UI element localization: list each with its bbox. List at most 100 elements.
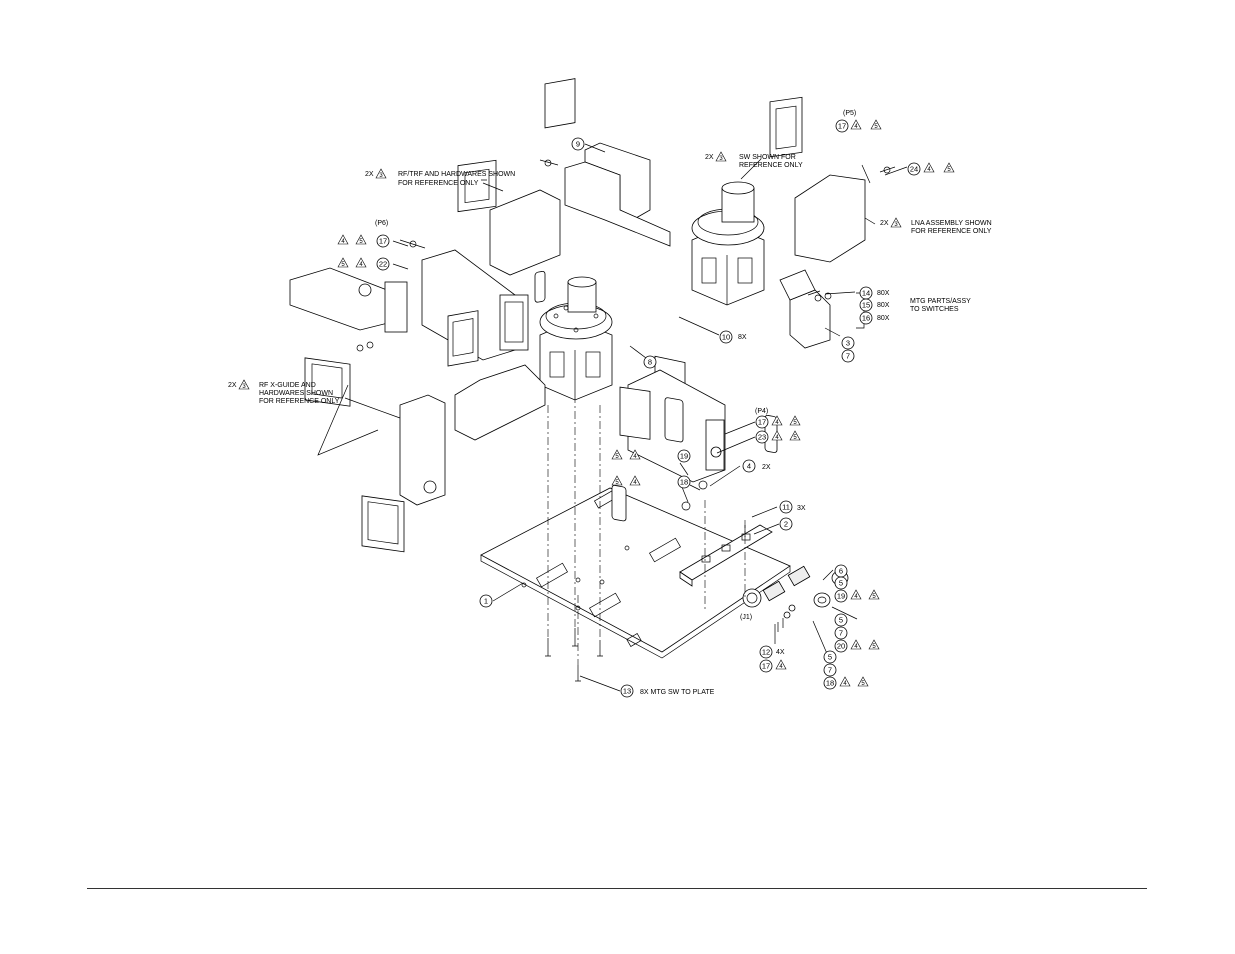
rf-trf-flag: 3 [379, 173, 383, 179]
balloon-13: 13 [623, 687, 631, 696]
balloon-7: 7 [839, 629, 843, 638]
note-flags: 4 5 4 5 4 5 5 4 4 5 4 5 5 4 5 4 4 5 4 5 … [337, 119, 955, 687]
qty-11: 3X [797, 505, 806, 512]
sw-flag: 3 [719, 156, 723, 162]
balloon-19: 19 [837, 592, 845, 601]
balloon-17: 17 [758, 418, 766, 427]
rf-xguide-upper [289, 267, 408, 407]
center-lines [547, 395, 746, 665]
qty-15: 80X [877, 302, 890, 309]
flag: 4 [775, 420, 779, 426]
qty-12: 4X [776, 649, 785, 656]
balloon-19: 19 [680, 452, 688, 461]
balloon-11: 11 [782, 503, 790, 512]
lna-assembly [769, 96, 866, 263]
balloon-5: 5 [828, 653, 832, 662]
sw-line2: REFERENCE ONLY [739, 162, 803, 169]
balloon-7: 7 [828, 666, 832, 675]
balloon-18: 18 [826, 679, 834, 688]
balloon-1: 1 [484, 597, 488, 606]
flag: 5 [615, 480, 619, 486]
xguide-line3: FOR REFERENCE ONLY [259, 398, 340, 405]
flag: 4 [854, 124, 858, 130]
balloon-20: 20 [837, 642, 845, 651]
base-plate [480, 487, 791, 659]
lna-line1: LNA ASSEMBLY SHOWN [911, 220, 992, 227]
p6-component [421, 249, 529, 361]
balloon-22: 22 [379, 260, 387, 269]
balloon-16: 16 [862, 314, 870, 323]
balloon-12: 12 [762, 648, 770, 657]
balloon-6: 6 [839, 567, 843, 576]
mtg-line2: TO SWITCHES [910, 306, 959, 313]
balloon-2: 2 [784, 520, 788, 529]
rf-trf-line2: FOR REFERENCE ONLY [398, 180, 479, 187]
balloon-17: 17 [379, 237, 387, 246]
flag: 5 [359, 239, 363, 245]
flag: 4 [633, 480, 637, 486]
qty-16: 80X [877, 315, 890, 322]
xguide-line1: RF X-GUIDE AND [259, 382, 316, 389]
plate-screws [545, 628, 603, 682]
rf-xguide-lower [361, 394, 446, 553]
ref-p6: (P6) [375, 220, 388, 227]
flag: 4 [775, 435, 779, 441]
waveguide-lower-left [447, 310, 546, 441]
balloon-18: 18 [680, 478, 688, 487]
balloon-3: 3 [846, 339, 850, 348]
flag: 5 [793, 420, 797, 426]
ref-p5: (P5) [843, 110, 856, 117]
balloon-14: 14 [862, 289, 870, 298]
sw-qty: 2X [705, 154, 714, 161]
lna-qty: 2X [880, 220, 889, 227]
balloons: 9 17 24 17 22 14 15 16 3 7 10 8 17 23 19… [376, 119, 921, 698]
flag: 4 [843, 681, 847, 687]
balloon-5: 5 [839, 579, 843, 588]
connector-bracket [679, 524, 773, 587]
mounting-box [779, 269, 831, 349]
qty-10: 8X [738, 334, 747, 341]
flag: 5 [861, 681, 865, 687]
flag: 4 [779, 664, 783, 670]
xguide-qty: 2X [228, 382, 237, 389]
ref-p4: (P4) [755, 408, 768, 415]
balloon-4: 4 [747, 462, 751, 471]
xguide-line2: HARDWARES SHOWN [259, 390, 333, 397]
flag: 4 [927, 167, 931, 173]
flag: 5 [793, 435, 797, 441]
sw-line1: SW SHOWN FOR [739, 154, 796, 161]
flag: 4 [633, 454, 637, 460]
lna-flag: 3 [894, 222, 898, 228]
flag: 4 [854, 594, 858, 600]
balloon-17: 17 [762, 662, 770, 671]
mtg-line1: MTG PARTS/ASSY [910, 298, 971, 305]
balloon-17: 17 [838, 122, 846, 131]
footer-rule [87, 888, 1147, 889]
balloon-9: 9 [576, 140, 580, 149]
lna-line2: FOR REFERENCE ONLY [911, 228, 992, 235]
flag: 5 [947, 167, 951, 173]
flag: 5 [341, 262, 345, 268]
balloon-7: 7 [846, 352, 850, 361]
balloon-24: 24 [910, 165, 918, 174]
flag: 4 [854, 644, 858, 650]
qty-4: 2X [762, 464, 771, 471]
lower-switch [539, 276, 613, 401]
mtg-sw-note: 8X MTG SW TO PLATE [640, 689, 715, 696]
qty-14: 80X [877, 290, 890, 297]
flag: 5 [874, 124, 878, 130]
xguide-flag: 3 [242, 384, 246, 390]
balloon-5: 5 [839, 616, 843, 625]
upper-switch [691, 181, 765, 306]
balloon-8: 8 [648, 358, 652, 367]
balloon-15: 15 [862, 301, 870, 310]
hardware [356, 159, 896, 537]
rf-trf-assembly [457, 159, 561, 276]
balloon-10: 10 [722, 333, 730, 342]
flag: 5 [872, 594, 876, 600]
rf-trf-line1: RF/TRF AND HARDWARES SHOWN [398, 171, 515, 178]
ref-j1: (J1) [740, 614, 752, 621]
rf-trf-qty: 2X [365, 171, 374, 178]
flag: 5 [872, 644, 876, 650]
